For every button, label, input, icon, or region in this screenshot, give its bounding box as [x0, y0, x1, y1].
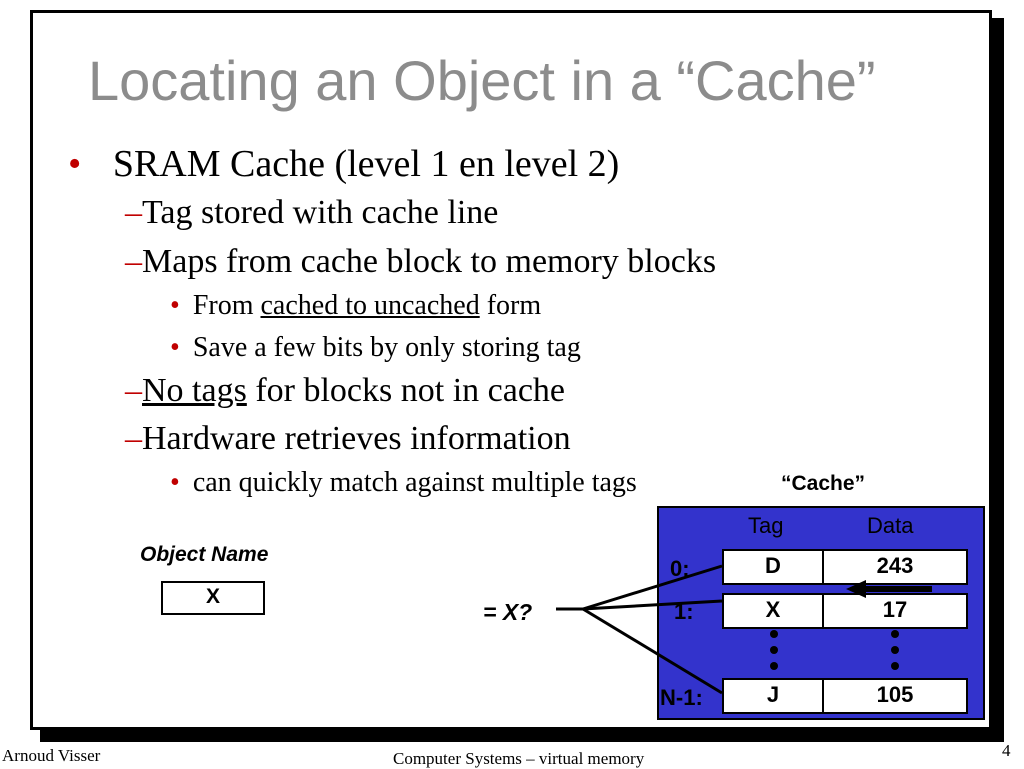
subsubbullet-text: Save a few bits by only storing tag: [192, 332, 581, 363]
bullet-sram-cache: • SRAM Cache (level 1 en level 2): [68, 142, 619, 186]
dash-marker: –: [125, 372, 142, 409]
compare-label: = X?: [483, 599, 533, 625]
subsubbullet-match-tags: • can quickly match against multiple tag…: [170, 467, 637, 499]
tag-header: Tag: [748, 513, 784, 538]
compare-line-row0: [582, 564, 723, 611]
subbullet-text: Tag stored with cache line: [142, 194, 499, 231]
bullet-text: SRAM Cache (level 1 en level 2): [112, 143, 620, 185]
tag-cell: D: [722, 549, 824, 585]
data-cell: 243: [822, 549, 968, 585]
bullet-marker: •: [170, 467, 180, 498]
subsubbullet-save-bits: • Save a few bits by only storing tag: [170, 332, 581, 364]
row-label: 1:: [674, 599, 694, 624]
text-pre: From: [192, 290, 261, 321]
data-header: Data: [867, 513, 914, 538]
bullet-marker: •: [170, 290, 180, 321]
ellipsis-dot: [891, 662, 899, 670]
ellipsis-dot: [891, 646, 899, 654]
ellipsis-dot: [770, 646, 778, 654]
object-name-label: Object Name: [140, 543, 269, 566]
footer-author: Arnoud Visser: [2, 746, 101, 765]
text-underlined: No tags: [142, 372, 247, 409]
tag-cell: J: [722, 678, 824, 714]
dash-marker: –: [125, 420, 142, 457]
cache-label: “Cache”: [781, 472, 866, 495]
ellipsis-dot: [770, 662, 778, 670]
object-name-box: X: [161, 581, 265, 615]
ellipsis-dot: [770, 630, 778, 638]
subbullet-tag-stored: –Tag stored with cache line: [125, 194, 498, 232]
footer-page-number: 4: [1002, 741, 1011, 760]
slide-title: Locating an Object in a “Cache”: [88, 49, 876, 112]
subbullet-no-tags: –No tags for blocks not in cache: [125, 372, 565, 410]
subbullet-hardware: –Hardware retrieves information: [125, 420, 571, 458]
subbullet-maps-from: –Maps from cache block to memory blocks: [125, 243, 716, 281]
row-label: N-1:: [660, 685, 703, 710]
subsubbullet-text: can quickly match against multiple tags: [192, 467, 637, 498]
data-cell: 17: [822, 593, 968, 629]
bullet-marker: •: [170, 332, 180, 363]
footer-course: Computer Systems – virtual memory: [393, 749, 645, 768]
bullet-marker: •: [68, 143, 82, 185]
subbullet-text: Hardware retrieves information: [142, 420, 571, 457]
compare-line-row1: [582, 599, 723, 611]
data-cell: 105: [822, 678, 968, 714]
compare-line-rowN: [582, 607, 723, 695]
dash-marker: –: [125, 243, 142, 280]
match-arrow-icon: [846, 580, 866, 598]
text-post: for blocks not in cache: [246, 372, 565, 409]
subsubbullet-cached-uncached: • From cached to uncached form: [170, 290, 541, 322]
text-post: form: [479, 290, 542, 321]
text-underlined: cached to uncached: [260, 290, 480, 321]
subbullet-text: Maps from cache block to memory blocks: [142, 243, 717, 280]
row-label: 0:: [670, 556, 690, 581]
ellipsis-dot: [891, 630, 899, 638]
dash-marker: –: [125, 194, 142, 231]
